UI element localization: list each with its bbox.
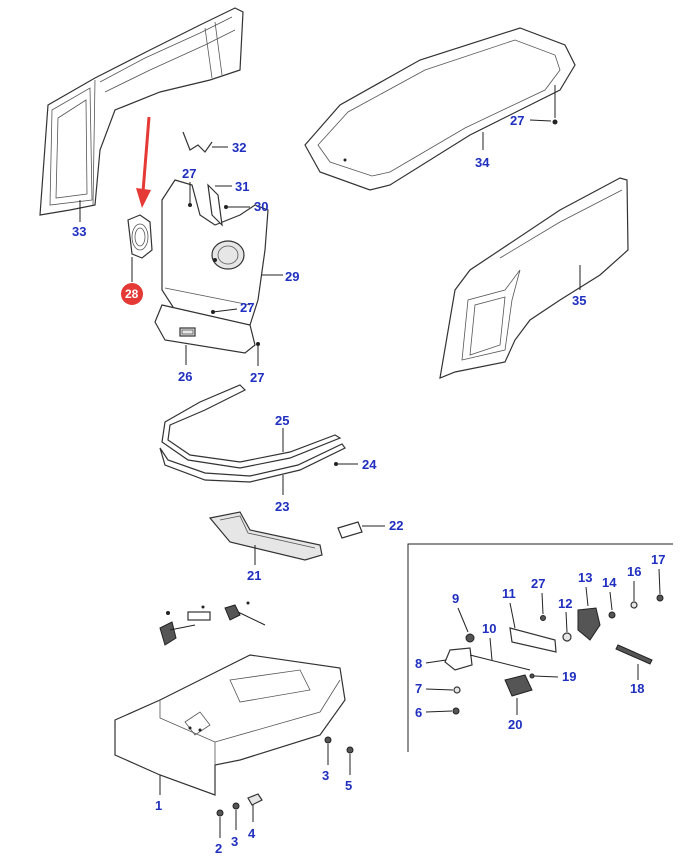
part-22-block: [337, 521, 363, 539]
part-23-lower-seal: [159, 443, 346, 483]
callout-16: 16: [627, 564, 641, 579]
part-34-roof: [304, 27, 576, 191]
callout-27-lower: 27: [250, 370, 264, 385]
callout-12: 12: [558, 596, 572, 611]
callout-27-mid: 27: [240, 300, 254, 315]
callout-13: 13: [578, 570, 592, 585]
callout-28: 28: [125, 287, 139, 301]
callout-4: 4: [248, 826, 256, 841]
callout-23: 23: [275, 499, 289, 514]
callout-27-roof: 27: [510, 113, 524, 128]
callout-2: 2: [215, 841, 222, 856]
callout-29: 29: [285, 269, 299, 284]
callout-7: 7: [415, 681, 422, 696]
part-31-bracket: [207, 183, 223, 227]
part-1-floor-plate: [114, 654, 346, 796]
callout-1: 1: [155, 798, 162, 813]
floor-latch-parts: [159, 601, 266, 646]
part-30-screw: [224, 205, 228, 209]
part-26-lower-trim: [154, 304, 256, 354]
callout-26: 26: [178, 369, 192, 384]
callout-34: 34: [475, 155, 490, 170]
part-28-seal: [127, 214, 153, 259]
callout-25: 25: [275, 413, 289, 428]
callout-18: 18: [630, 681, 644, 696]
part-32-clip: [182, 131, 213, 153]
callout-17: 17: [651, 552, 665, 567]
callout-6: 6: [415, 705, 422, 720]
callout-22: 22: [389, 518, 403, 533]
callout-9: 9: [452, 591, 459, 606]
callout-19: 19: [562, 669, 576, 684]
callout-27-upper: 27: [182, 166, 196, 181]
callout-3-upper: 3: [322, 768, 329, 783]
callout-14: 14: [602, 575, 617, 590]
callout-5: 5: [345, 778, 352, 793]
callout-20: 20: [508, 717, 522, 732]
detail-box-frame: [407, 543, 673, 752]
callout-24: 24: [362, 457, 377, 472]
callout-33: 33: [72, 224, 86, 239]
part-25-upper-seal: [161, 384, 342, 469]
highlight-arrow: [136, 116, 151, 208]
callout-10: 10: [482, 621, 496, 636]
callout-30: 30: [254, 199, 268, 214]
callout-28-badge: [121, 283, 143, 305]
callout-32: 32: [232, 140, 246, 155]
callout-31: 31: [235, 179, 249, 194]
part-35-right-side-panel: [439, 177, 629, 379]
callout-8: 8: [415, 656, 422, 671]
callout-27-detail: 27: [531, 576, 545, 591]
part-33-left-side-panel: [39, 7, 244, 216]
part-21-mat: [208, 511, 323, 561]
callout-3-lower: 3: [231, 834, 238, 849]
callout-35: 35: [572, 293, 586, 308]
callout-11: 11: [502, 586, 516, 601]
callout-21: 21: [247, 568, 261, 583]
detail-latch-assembly: [444, 594, 664, 715]
